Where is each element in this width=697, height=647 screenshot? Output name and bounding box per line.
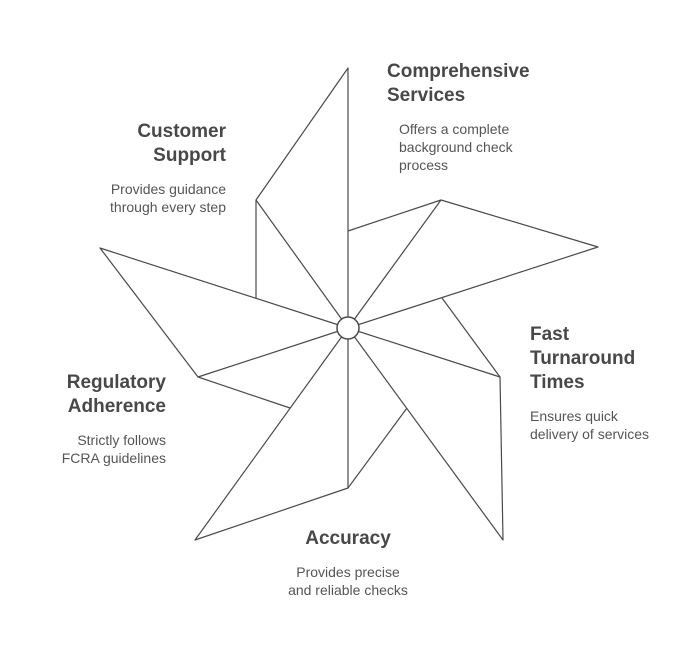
segment-title: Customer Support [137,121,226,166]
blade-regulatory-adherence [194,327,408,541]
segment-title: Comprehensive Services [387,61,530,106]
segment-title: Fast Turnaround Times [530,324,636,393]
pinwheel-hub [336,316,360,340]
blade-customer-support [99,247,349,409]
blade-fast-turnaround-times [347,199,599,329]
label-customer-support: Customer Support Provides guidance throu… [76,120,226,216]
segment-description: Provides guidance through every step [110,181,226,215]
label-accuracy: Accuracy Provides precise and reliable c… [248,527,448,599]
segment-description: Ensures quick delivery of services [530,408,650,442]
label-comprehensive-services: Comprehensive Services Offers a complete… [387,60,587,174]
segment-title: Accuracy [305,528,391,549]
segment-description: Offers a complete background check proce… [399,121,513,173]
label-regulatory-adherence: Regulatory Adherence Strictly follows FC… [16,371,166,467]
segment-title: Regulatory Adherence [66,372,166,417]
segment-description: Provides precise and reliable checks [288,564,408,598]
blade-accuracy [347,297,504,541]
segment-description: Strictly follows FCRA guidelines [61,432,166,466]
blade-comprehensive-services [255,67,349,329]
label-fast-turnaround-times: Fast Turnaround Times Ensures quick deli… [530,323,690,443]
